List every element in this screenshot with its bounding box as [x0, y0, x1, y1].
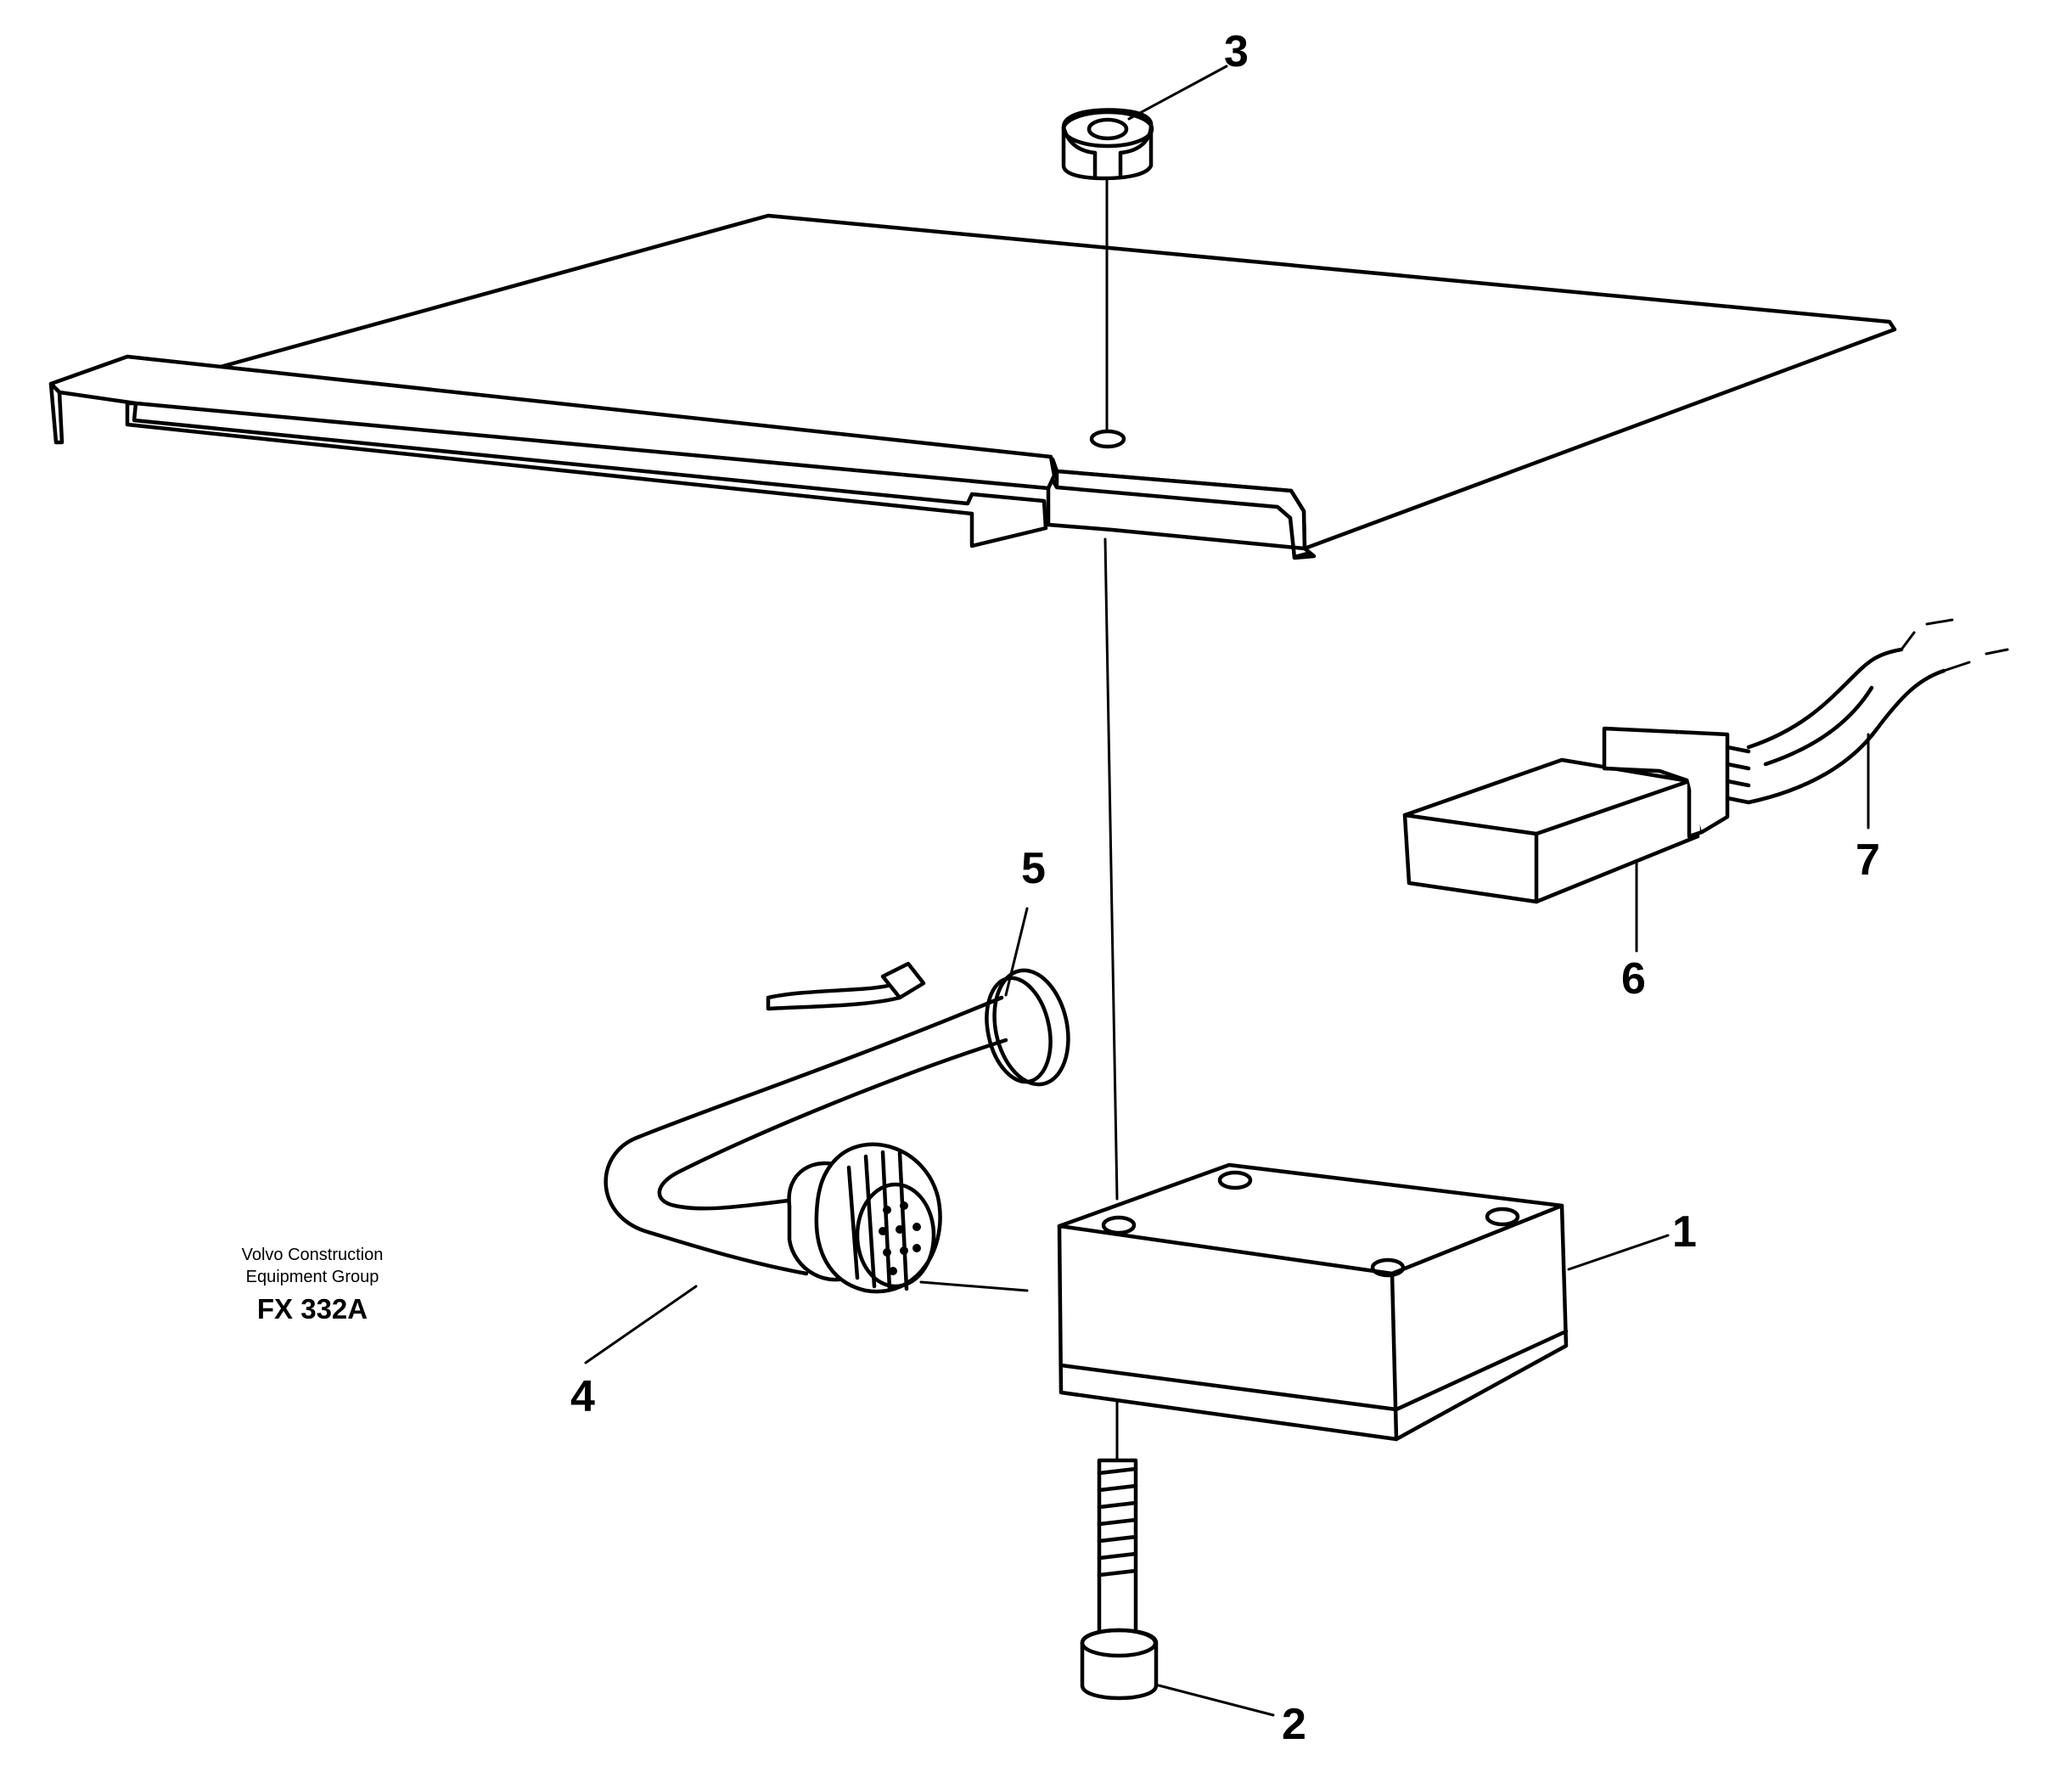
callout-7: 7	[1856, 835, 1880, 885]
mounting-plate	[48, 213, 1897, 560]
leader-lines	[584, 65, 1870, 1717]
credit-block: Volvo Construction Equipment Group FX 33…	[242, 1246, 384, 1325]
bolt-part	[1080, 1458, 1159, 1701]
callout-2: 2	[1282, 1700, 1306, 1749]
callout-3: 3	[1224, 27, 1249, 76]
nut-part	[1061, 108, 1154, 181]
control-unit-box	[1057, 1162, 1569, 1442]
round-connector-cable	[604, 995, 1029, 1294]
credit-line-1: Volvo Construction	[242, 1246, 384, 1264]
callout-6: 6	[1621, 954, 1646, 1004]
callout-5: 5	[1021, 844, 1046, 893]
relay-module	[1402, 726, 1751, 904]
connector-pins	[879, 1201, 921, 1275]
callout-1: 1	[1672, 1207, 1697, 1257]
figure-code: FX 332A	[257, 1293, 368, 1325]
callout-4: 4	[570, 1372, 595, 1421]
cable-harness	[1746, 618, 2009, 805]
cable-clamp	[766, 961, 1070, 1087]
callout-labels: 1 2 3 4 5 6 7	[570, 27, 1880, 1749]
credit-line-2: Equipment Group	[246, 1268, 379, 1286]
